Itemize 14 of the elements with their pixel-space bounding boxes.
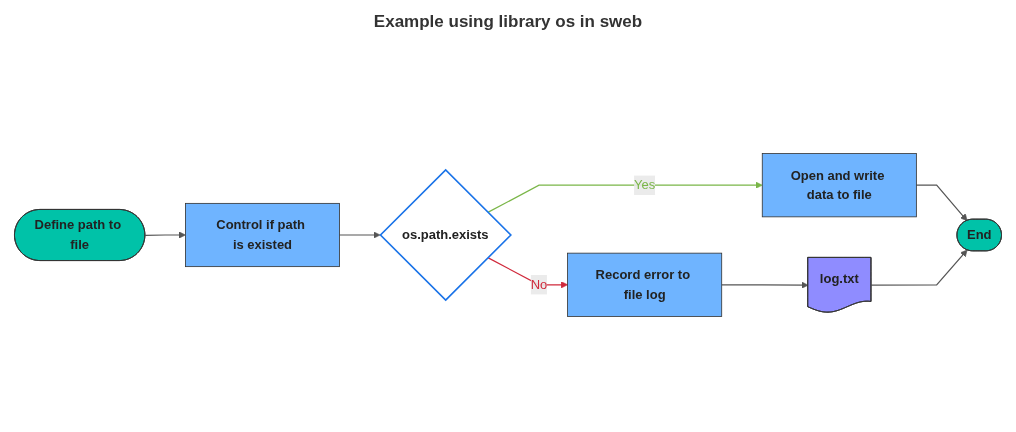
arrow — [721, 281, 809, 289]
diagram-title: Example using library os in sweb — [373, 12, 643, 32]
arrow — [915, 184, 968, 222]
arrow — [870, 249, 968, 286]
arrow — [487, 257, 568, 289]
arrow — [487, 181, 763, 213]
node-box: Record error to file log — [567, 252, 723, 317]
edge-label: No — [530, 277, 548, 292]
node-diamond: os.path.exists — [379, 168, 512, 302]
node-box: Control if path is existed — [185, 202, 340, 268]
node-box: Open and write data to file — [761, 153, 917, 218]
arrow — [338, 231, 381, 239]
edge-label: Yes — [634, 177, 656, 192]
arrow — [144, 231, 186, 239]
